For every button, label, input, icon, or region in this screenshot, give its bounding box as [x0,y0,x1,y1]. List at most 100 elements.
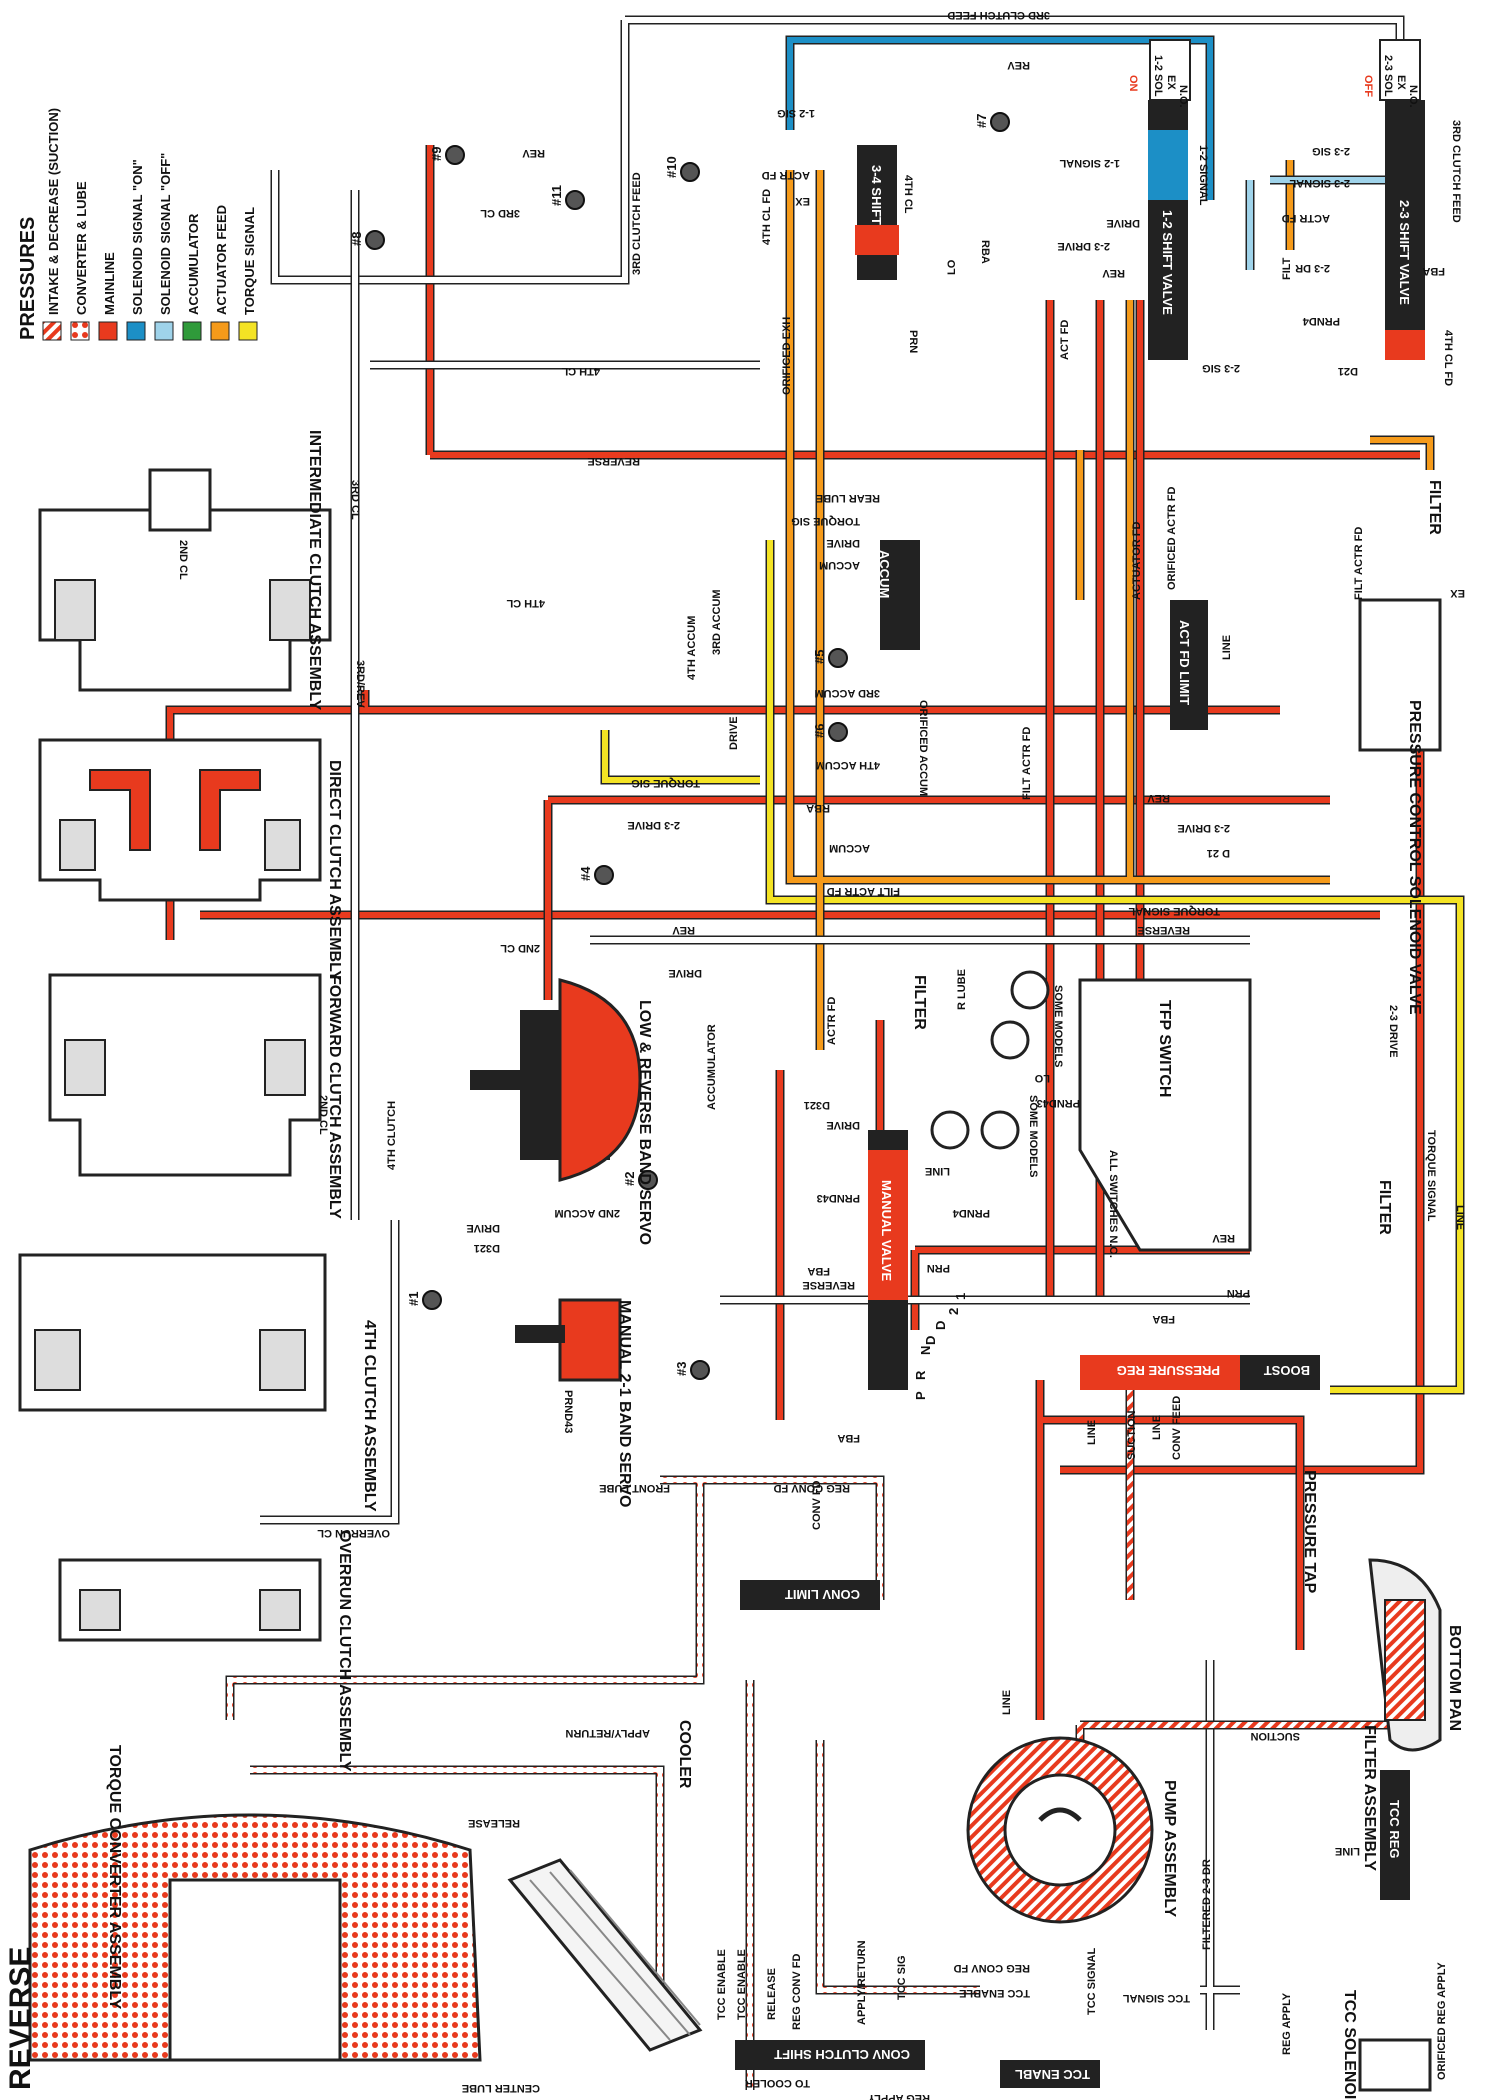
passage-label-accumulator: ACCUMULATOR [706,1024,718,1110]
passage-label-drive_23_b: 2-3 DRIVE [627,819,680,831]
legend-item-label: MAINLINE [102,252,117,315]
check-ball-icon [680,162,700,182]
valve-label-boost: BOOST [1264,1363,1310,1378]
passage-label-line_b: LINE [925,1165,950,1177]
passage-label-d321: D321 [804,1099,830,1111]
valve-label-shift_23: 2-3 SHIFT VALVE [1397,200,1412,305]
valve-bodies [735,39,1442,2092]
passage-label-cl_4th_fd: 4TH CL FD [761,189,773,245]
direct-clutch-drawing [38,738,322,902]
passage-label-clutch_3rd_feed_r: 3RD CLUTCH FEED [1450,120,1462,223]
passage-label-prn_c: PRN [1227,1287,1250,1299]
passage-label-tcc_enable_c: TCC ENABLE [959,1987,1030,1999]
sol-12-ex: EX [1165,75,1177,90]
passage-label-cl_4th_fd_r: 4TH CL FD [1442,330,1454,386]
passage-label-reverse_b: REVERSE [1137,924,1190,936]
manual-21-servo-drawing [515,1298,622,1382]
passage-label-prn_b: PRN [927,1262,950,1274]
passage-label-orificed_actr_fd: ORIFICED ACTR FD [1166,486,1178,590]
passage-label-apply_return_b: APPLY/RETURN [856,1940,868,2025]
passage-label-rev_d: REV [1212,1232,1235,1244]
passage-label-torque_signal_h: TORQUE SIGNAL [1128,905,1220,917]
component-label-some_models_1: SOME MODELS [1052,985,1064,1068]
passage-label-drive_d: DRIVE [668,967,702,979]
passage-label-d21: D21 [1338,365,1358,377]
passage-label-sig_23_a: 2-3 SIG [1202,362,1240,374]
passage-label-reg_apply_b: REG APPLY [867,2092,930,2100]
gear-position: 2 [946,1308,961,1315]
component-label-pump: PUMP ASSEMBLY [1161,1780,1178,1918]
passage-label-fba_c: FBA [1152,1313,1175,1325]
passage-label-sig_12_a: 1-2 SIG [777,107,815,119]
legend-item-label: ACTUATOR FEED [214,205,229,315]
passage-label-suction: SUCTION [1250,1730,1300,1742]
sol-23-name: 2-3 SOL [1382,55,1394,97]
check-balls: #1#2#3#4#5#6#7#8#9#10#11 [349,112,1010,1380]
passage-label-rev_top: REV [1007,59,1030,71]
passage-label-rev_3rd: 3RD/REV [354,660,366,708]
component-label-pressure_control: PRESSURE CONTROL SOLENOID VALVE [1406,700,1423,1015]
passage-label-clutch_3rd_feed: 3RD CLUTCH FEED [947,9,1050,21]
check-ball-number: #8 [349,232,364,246]
passage-label-ex_a: EX [795,195,810,207]
sol-23-ex: EX [1395,75,1407,90]
check-ball-number: #3 [674,1362,689,1376]
passage-label-fba_b: FBA [807,1265,830,1277]
passage-label-tcc_enable_b: TCC ENABLE [736,1949,748,2020]
passage-label-filtered_23_dr: FILTERED 2-3 DR [1201,1859,1213,1950]
check-ball-number: #6 [812,724,827,738]
legend-item-label: SOLENOID SIGNAL "ON" [130,159,145,315]
passage-label-rev_a: REV [1102,267,1125,279]
passage-label-rev_b: REV [1147,792,1170,804]
passage-label-ex_pcs: EX [1450,587,1465,599]
passage-label-line_pr_b: LINE [1151,1415,1163,1440]
passage-label-front_lube: FRONT LUBE [599,1482,670,1494]
passage-label-lo_a: LO [946,259,958,275]
tfp-switch-drawing [930,970,1252,1252]
legend-swatch [126,321,146,341]
overrun-clutch-drawing [58,1558,322,1642]
passage-label-actuator_fd: ACTUATOR FD [1131,522,1143,600]
legend-item-label: ACCUMULATOR [186,213,201,315]
passage-label-torque_sig: TORQUE SIG [791,515,860,527]
passage-label-act_fd_a: ACT FD [1059,320,1071,360]
passage-label-actr_fd_a: ACTR FD [762,169,810,181]
passage-label-cl_4th_v: 4TH CL [506,597,545,609]
torque-converter-drawing [28,1813,482,2062]
passage-label-reverse_c: REVERSE [802,1279,855,1291]
component-label-fourth: 4TH CLUTCH ASSEMBLY [361,1320,378,1512]
passage-label-clutch_4th: 4TH CLUTCH [386,1101,398,1170]
passage-label-reverse_h: REVERSE [587,455,640,467]
valve-label-conv_limit: CONV LIMIT [785,1587,860,1602]
passage-label-center_lube: CENTER LUBE [462,2082,540,2094]
check-ball-icon [365,230,385,250]
passage-label-line_pr: LINE [1086,1420,1098,1445]
component-label-cooler: COOLER [676,1720,693,1789]
passage-label-drive_b: DRIVE [826,537,860,549]
pump-assembly-drawing [966,1736,1154,1924]
check-ball-icon [828,722,848,742]
legend-item-label: INTAKE & DECREASE (SUCTION) [46,108,61,315]
gear-position: R [913,1370,928,1380]
gear-position: D [923,1336,938,1345]
legend-item-label: CONVERTER & LUBE [74,181,89,315]
passage-label-filt_actr_fd_h: FILT ACTR FD [827,885,900,897]
sol-23-state: OFF [1362,75,1374,97]
passage-label-accum_2nd: 2ND ACCUM [554,1207,620,1219]
passage-label-conv_fd: CONV FD [811,1480,823,1530]
passage-label-to_cooler: TO COOLER [745,2077,810,2089]
component-label-filter_top: FILTER [1426,480,1443,535]
passage-label-fba_d: FBA [837,1432,860,1444]
gear-position: 1 [953,1293,968,1300]
passage-label-r_lube: R LUBE [956,969,968,1010]
passage-label-overrun_cl: OVERRUN CL [317,1527,390,1539]
valve-label-tcc_enabl: TCC ENABL [1015,2067,1090,2082]
passage-label-drive_f: DRIVE [466,1222,500,1234]
legend-item-label: TORQUE SIGNAL [242,207,257,315]
passage-label-cl_4th_a: 4TH CL [902,175,914,214]
component-label-bottom_pan: BOTTOM PAN [1446,1625,1463,1731]
check-ball-icon [422,1290,442,1310]
check-ball-icon [594,865,614,885]
